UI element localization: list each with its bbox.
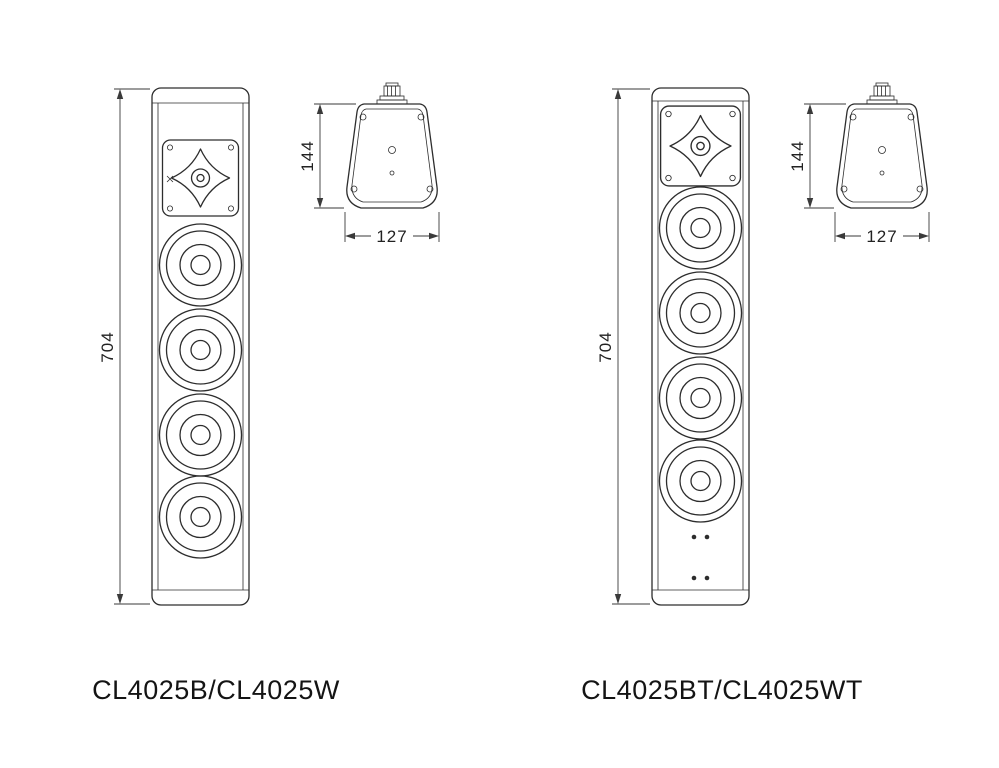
extension-lines [314,103,356,209]
port-dot [704,534,710,540]
cabinet-edge-lines [657,101,744,590]
extension-lines [344,212,440,242]
arrowhead-right [919,232,929,240]
dim-label-144-left: 144 [298,140,317,171]
extension-lines [804,103,846,209]
top-view-left [346,82,438,209]
woofer-3 [158,393,243,477]
label-mask [371,227,413,245]
tweeter-right [659,105,742,187]
extension-lines [834,212,930,242]
arrowhead-down [806,198,814,208]
arrowhead-up [806,104,814,114]
cabinet-body [651,87,750,606]
tweeter-left [161,139,240,217]
woofer-4 [658,439,743,523]
top-view-right [836,82,928,209]
model-label-left: CL4025B/CL4025W [92,675,340,705]
woofer-4 [158,475,243,559]
woofer-2 [658,271,743,355]
arrowhead-down [116,594,124,604]
arrowhead-up [614,89,622,99]
arrowhead-down [614,594,622,604]
dim-label-127-right: 127 [866,227,897,246]
arrowhead-right [429,232,439,240]
extension-lines [612,88,650,605]
port-dot [704,575,710,581]
cabinet-body [151,87,250,606]
woofer-1 [158,223,243,307]
dim-label-704-left: 704 [98,331,117,362]
port-dot [691,534,697,540]
dim-height-left: 704 [98,88,150,605]
tweeter-x-mark [166,175,174,183]
arrowhead-left [345,232,355,240]
dim-depth-left: 144 [298,103,356,209]
dim-label-127-left: 127 [376,227,407,246]
woofer-2 [158,308,243,392]
dim-width-right: 127 [834,212,930,246]
port-dot [691,575,697,581]
front-view-right [651,87,750,606]
dim-label-704-right: 704 [596,331,615,362]
arrowhead-up [116,89,124,99]
arrowhead-left [835,232,845,240]
arrowhead-up [316,104,324,114]
model-label-right: CL4025BT/CL4025WT [581,675,863,705]
arrowhead-down [316,198,324,208]
label-mask [861,227,903,245]
dim-label-144-right: 144 [788,140,807,171]
extension-lines [114,88,150,605]
cabinet-edge-lines [157,103,244,590]
woofer-3 [658,356,743,440]
dim-depth-right: 144 [788,103,846,209]
dim-width-left: 127 [344,212,440,246]
front-view-left [151,87,250,606]
dim-height-right: 704 [596,88,650,605]
woofer-1 [658,186,743,270]
